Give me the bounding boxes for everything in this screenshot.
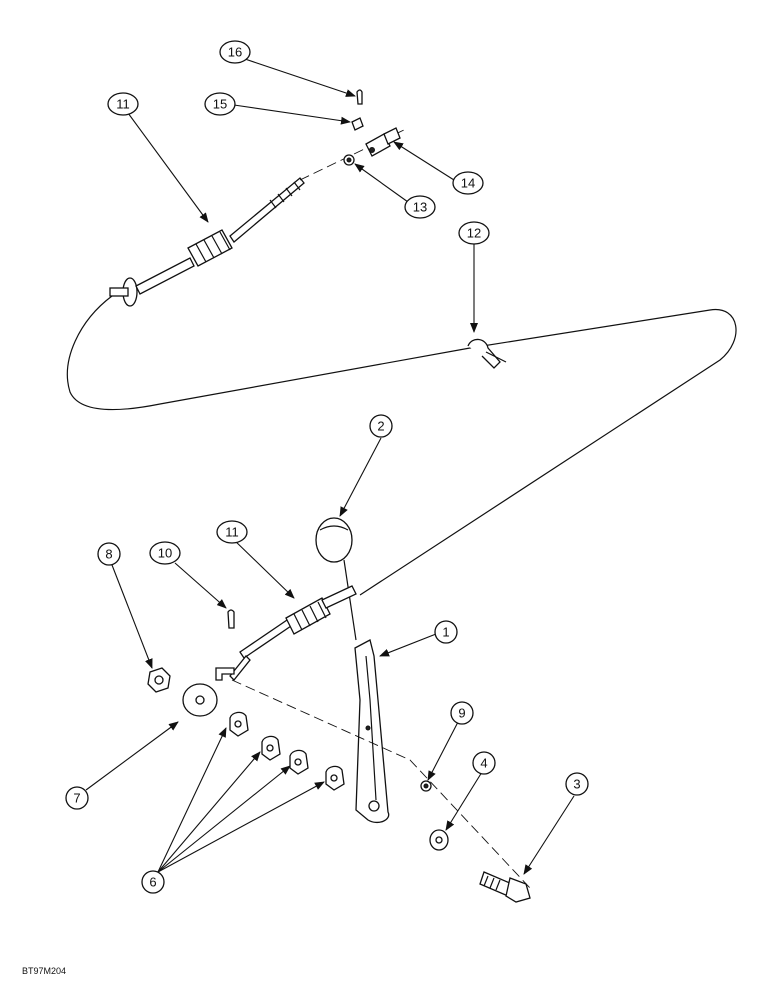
callout-label: 10 (158, 546, 172, 561)
nut-13 (343, 154, 355, 166)
callout-7: 7 (65, 786, 89, 810)
callout-8: 8 (97, 542, 121, 566)
reference-code: BT97M204 (22, 966, 67, 976)
callout-16: 16 (219, 40, 251, 64)
nut-9 (420, 780, 432, 792)
callout-15: 15 (204, 92, 236, 116)
callout-2: 2 (369, 414, 393, 438)
callout-11-lower: 11 (216, 520, 248, 544)
lever-1 (354, 639, 390, 824)
callout-label: 15 (213, 97, 227, 112)
callout-label: 9 (458, 706, 465, 721)
callout-label: 13 (413, 200, 427, 215)
callout-12: 12 (458, 221, 490, 245)
callout-label: 8 (105, 547, 112, 562)
callout-label: 11 (116, 97, 130, 112)
upper-cable-assembly (109, 177, 305, 307)
callout-label: 14 (461, 176, 475, 191)
nut-8 (147, 667, 171, 693)
callout-11-upper: 11 (107, 92, 139, 116)
washer-7 (182, 683, 218, 717)
bolt-3 (479, 871, 531, 903)
leader-lines (85, 57, 575, 875)
callout-9: 9 (450, 701, 474, 725)
callout-label: 7 (73, 791, 80, 806)
callout-label: 1 (442, 625, 449, 640)
callout-label: 4 (480, 756, 487, 771)
callout-13: 13 (404, 195, 436, 219)
callout-label: 2 (377, 419, 384, 434)
callout-14: 14 (452, 171, 484, 195)
lower-cable-assembly (215, 585, 357, 681)
callout-3: 3 (565, 772, 589, 796)
cable-loop (66, 295, 737, 596)
cable-clip-12 (467, 338, 507, 369)
spacers-6 (229, 711, 345, 791)
cotter-pin-10 (227, 609, 235, 629)
lower-axis-line (231, 679, 531, 889)
pin-15 (351, 117, 364, 131)
callout-label: 16 (228, 45, 242, 60)
callout-1: 1 (434, 620, 458, 644)
callout-6: 6 (141, 870, 165, 894)
callout-4: 4 (472, 751, 496, 775)
knob-2 (315, 517, 357, 641)
washer-4 (429, 829, 449, 851)
callout-label: 6 (149, 875, 156, 890)
callout-label: 3 (573, 777, 580, 792)
clevis-14 (365, 127, 401, 157)
callout-10: 10 (149, 541, 181, 565)
cotter-pin-16 (356, 89, 363, 105)
callout-label: 12 (467, 226, 481, 241)
callout-label: 11 (225, 525, 239, 540)
